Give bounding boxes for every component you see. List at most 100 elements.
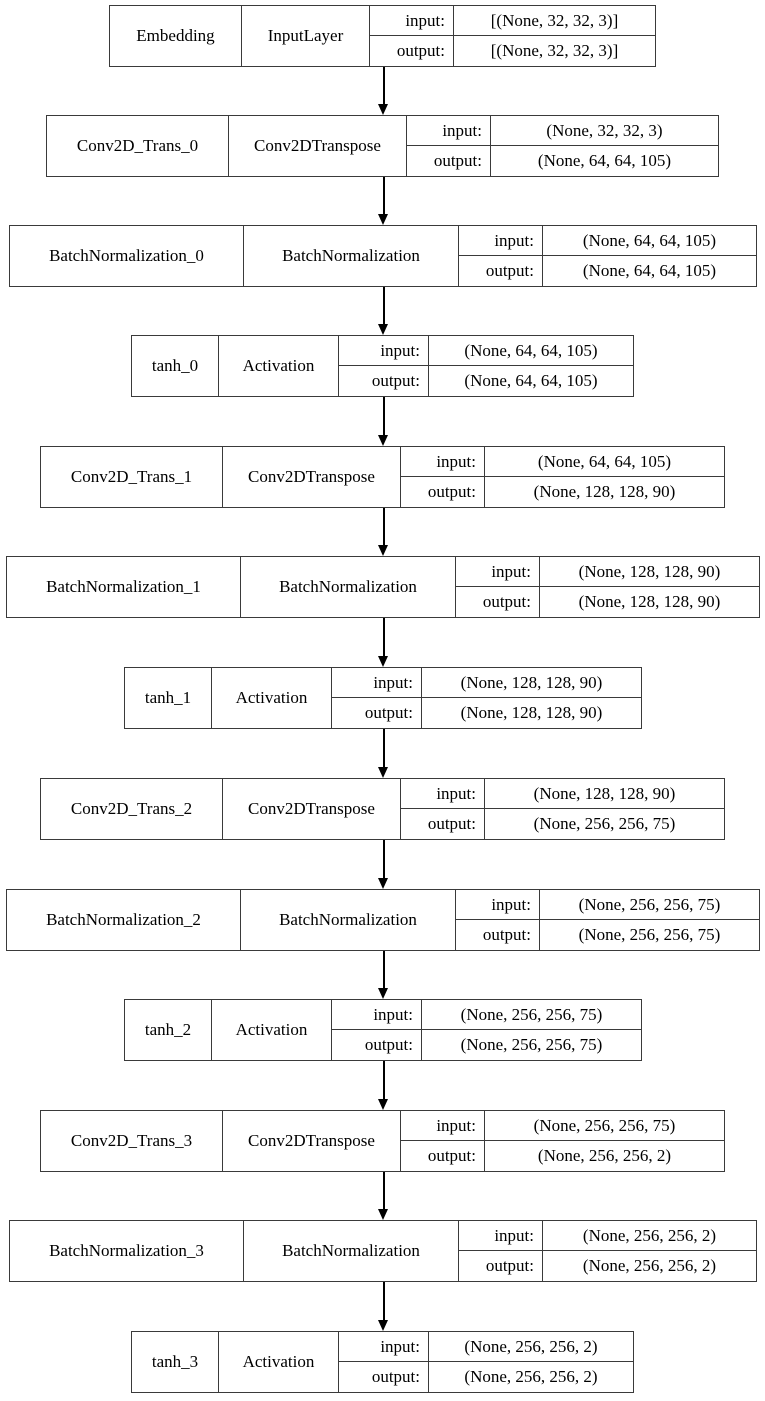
- layer-name: Conv2D_Trans_1: [41, 447, 223, 507]
- output-shape: (None, 256, 256, 2): [464, 1367, 598, 1386]
- arrowhead-icon: [378, 767, 388, 778]
- output-label: output:: [364, 1035, 413, 1054]
- input-label: input:: [339, 1332, 428, 1362]
- layer-name: Conv2D_Trans_3: [41, 1111, 223, 1171]
- output-label: output:: [396, 41, 445, 60]
- output-label: output:: [427, 482, 476, 501]
- arrowhead-icon: [378, 656, 388, 667]
- output-label: output:: [482, 925, 531, 944]
- edge-line: [383, 951, 385, 989]
- layer-name: BatchNormalization_0: [10, 226, 244, 286]
- input-label: input:: [456, 557, 539, 587]
- arrowhead-icon: [378, 104, 388, 115]
- edge-batchnormalization-3-to-tanh-3: [378, 1282, 389, 1331]
- arrowhead-icon: [378, 214, 388, 225]
- output-label: output:: [482, 592, 531, 611]
- io-label-column: input: output:: [401, 1111, 485, 1171]
- input-shape: (None, 256, 256, 75): [485, 1111, 724, 1141]
- layer-type: Activation: [219, 336, 339, 396]
- output-shape: (None, 64, 64, 105): [537, 151, 672, 170]
- io-shape-column: (None, 256, 256, 75)(None, 256, 256, 75): [422, 1000, 641, 1060]
- layer-type: BatchNormalization: [244, 226, 459, 286]
- layer-name: tanh_2: [125, 1000, 212, 1060]
- io-shape-column: (None, 256, 256, 2) (None, 256, 256, 2): [429, 1332, 633, 1392]
- output-shape: (None, 256, 256, 75): [578, 925, 721, 944]
- output-label: output:: [427, 814, 476, 833]
- output-shape: (None, 64, 64, 105): [464, 371, 598, 390]
- edge-conv2d-trans-0-to-batchnormalization-0: [378, 177, 389, 225]
- output-label: output:: [433, 151, 482, 170]
- input-shape: (None, 256, 256, 75): [422, 1000, 641, 1030]
- edge-conv2d-trans-2-to-batchnormalization-2: [378, 840, 389, 889]
- io-shape-column: (None, 64, 64, 105) (None, 64, 64, 105): [429, 336, 633, 396]
- edge-embedding-to-conv2d-trans-0: [378, 67, 389, 115]
- layer-name: Conv2D_Trans_2: [41, 779, 223, 839]
- edge-tanh-1-to-conv2d-trans-2: [378, 729, 389, 778]
- edge-conv2d-trans-3-to-batchnormalization-3: [378, 1172, 389, 1220]
- output-label: output:: [364, 703, 413, 722]
- input-shape: (None, 64, 64, 105): [543, 226, 756, 256]
- arrowhead-icon: [378, 435, 388, 446]
- edge-tanh-0-to-conv2d-trans-1: [378, 397, 389, 446]
- layer-type: Conv2DTranspose: [223, 779, 401, 839]
- input-label: input:: [332, 668, 421, 698]
- edge-batchnormalization-2-to-tanh-2: [378, 951, 389, 999]
- layer-type: Conv2DTranspose: [229, 116, 407, 176]
- input-shape: [(None, 32, 32, 3)]: [454, 6, 655, 36]
- edge-line: [383, 508, 385, 546]
- input-label: input:: [370, 6, 453, 36]
- io-shape-column: (None, 256, 256, 75)(None, 256, 256, 2): [485, 1111, 724, 1171]
- arrowhead-icon: [378, 324, 388, 335]
- output-shape: [(None, 32, 32, 3)]: [490, 41, 619, 60]
- input-label: input:: [401, 1111, 484, 1141]
- io-shape-column: (None, 256, 256, 75)(None, 256, 256, 75): [540, 890, 759, 950]
- input-label: input:: [332, 1000, 421, 1030]
- io-label-column: input: output:: [407, 116, 491, 176]
- io-label-column: input:output:: [459, 1221, 543, 1281]
- edge-line: [383, 67, 385, 105]
- output-label: output:: [371, 371, 420, 390]
- edge-line: [383, 177, 385, 215]
- layer-name: tanh_0: [132, 336, 219, 396]
- io-label-column: input: output:: [456, 557, 540, 617]
- arrowhead-icon: [378, 1320, 388, 1331]
- layer-type: Conv2DTranspose: [223, 1111, 401, 1171]
- io-shape-column: (None, 128, 128, 90)(None, 128, 128, 90): [540, 557, 759, 617]
- input-label: input:: [456, 890, 539, 920]
- layer-name: Embedding: [110, 6, 242, 66]
- io-label-column: input: output:: [459, 226, 543, 286]
- io-label-column: input:output:: [339, 336, 429, 396]
- layer-name: tanh_1: [125, 668, 212, 728]
- arrowhead-icon: [378, 878, 388, 889]
- input-shape: (None, 64, 64, 105): [429, 336, 633, 366]
- input-shape: (None, 256, 256, 2): [429, 1332, 633, 1362]
- input-shape: (None, 256, 256, 2): [543, 1221, 756, 1251]
- output-label: output:: [427, 1146, 476, 1165]
- output-label: output:: [485, 1256, 534, 1275]
- input-shape: (None, 128, 128, 90): [422, 668, 641, 698]
- layer-type: Activation: [219, 1332, 339, 1392]
- input-label: input:: [459, 226, 542, 256]
- output-shape: (None, 256, 256, 2): [582, 1256, 717, 1275]
- io-shape-column: (None, 256, 256, 2) (None, 256, 256, 2): [543, 1221, 756, 1281]
- input-label: input:: [407, 116, 490, 146]
- edge-line: [383, 618, 385, 657]
- io-label-column: input:output:: [401, 447, 485, 507]
- arrowhead-icon: [378, 1099, 388, 1110]
- output-label: output:: [485, 261, 534, 280]
- layer-type: Conv2DTranspose: [223, 447, 401, 507]
- layer-name: BatchNormalization_3: [10, 1221, 244, 1281]
